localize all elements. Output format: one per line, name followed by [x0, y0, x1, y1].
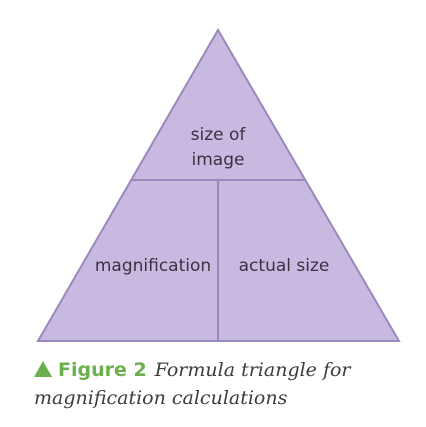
top-label-line1: size of — [191, 125, 247, 145]
bottom-right-label: actual size — [239, 256, 330, 276]
triangle-up-icon — [34, 361, 52, 377]
bottom-left-label: magnification — [95, 256, 211, 276]
caption-line-1: Figure 2 Formula triangle for — [34, 356, 414, 384]
caption-title-line2: magnification calculations — [34, 387, 288, 409]
caption-title-line1: Formula triangle for — [154, 359, 351, 381]
caption-line-2: magnification calculations — [34, 384, 414, 412]
figure-caption: Figure 2 Formula triangle for magnificati… — [34, 356, 414, 412]
figure-number: Figure 2 — [58, 359, 147, 381]
formula-triangle-diagram: size of image magnification actual size — [36, 28, 401, 342]
top-label-line2: image — [192, 150, 245, 170]
